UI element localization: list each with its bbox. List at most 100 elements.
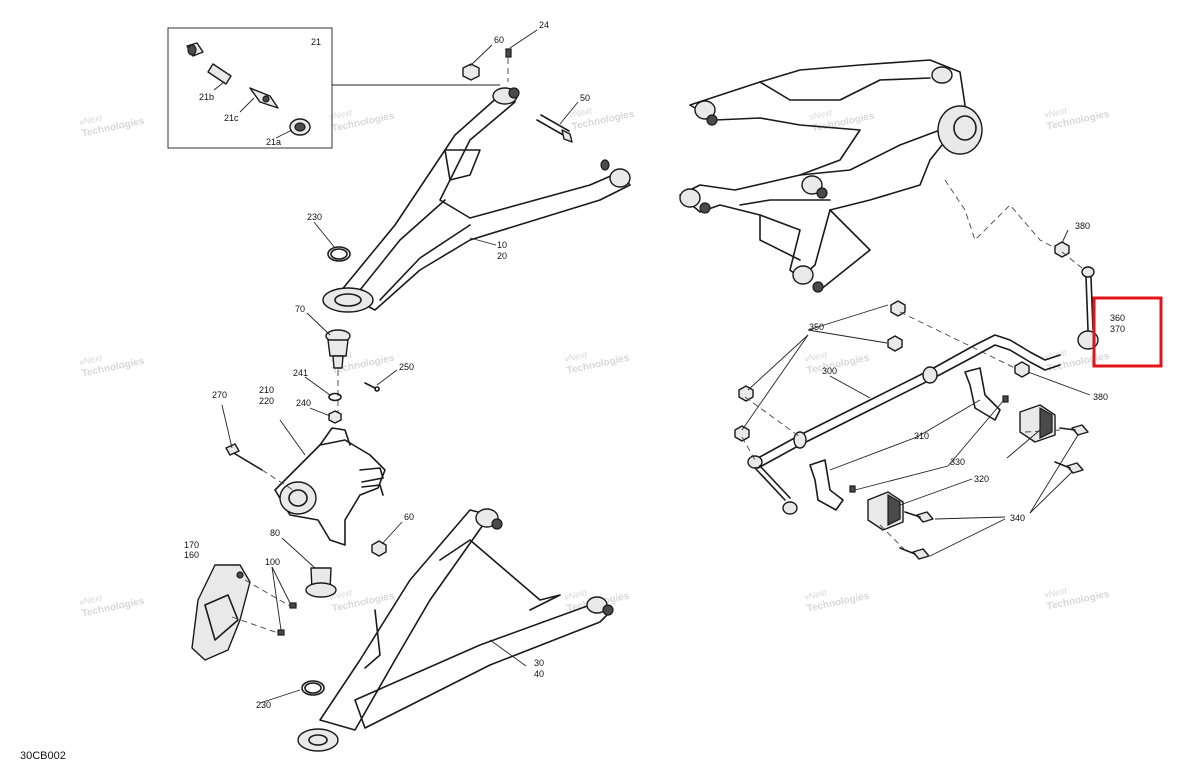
bolt-340-d xyxy=(899,547,930,560)
callout-340: 340 xyxy=(1010,513,1025,523)
svg-text:vNext: vNext xyxy=(568,105,593,120)
frame-bushing-4 xyxy=(792,265,824,293)
svg-text:vNext: vNext xyxy=(563,349,588,364)
bushing-320-right xyxy=(1019,404,1056,443)
upper-a-arm xyxy=(322,87,631,313)
stabilizer-bar-300 xyxy=(757,334,1061,469)
callout-380-mid: 380 xyxy=(1093,392,1108,402)
bracket-310-left xyxy=(809,459,844,511)
callout-380-top: 380 xyxy=(1075,221,1090,231)
callout-310: 310 xyxy=(914,431,929,441)
svg-text:vNext: vNext xyxy=(808,107,833,122)
bolt-50 xyxy=(536,114,573,143)
frame-bushing-3 xyxy=(801,175,828,199)
callout-60-mid: 60 xyxy=(404,512,414,522)
callout-160: 160 xyxy=(184,550,199,560)
steering-knuckle-210 xyxy=(274,427,386,546)
upper-arm-rear-bushing xyxy=(600,159,631,188)
highlight-box[interactable] xyxy=(1092,296,1163,368)
diagram-reference: 30CB002 xyxy=(20,750,66,762)
callout-100: 100 xyxy=(265,557,280,567)
svg-text:vNext: vNext xyxy=(78,112,103,127)
callout-320: 320 xyxy=(974,474,989,484)
ball-joint-70 xyxy=(325,329,351,369)
screw-100-b xyxy=(277,629,285,636)
stabilizer-link-left xyxy=(747,455,798,515)
nut-240 xyxy=(328,410,342,424)
callout-250: 250 xyxy=(399,362,414,372)
callout-21b: 21b xyxy=(199,92,214,102)
svg-text:vNext: vNext xyxy=(1043,585,1068,600)
cotter-pin-250 xyxy=(364,382,380,392)
screw-100-a xyxy=(289,602,297,609)
bolt-340-a xyxy=(1059,424,1089,436)
leader-lines xyxy=(221,29,1091,704)
sleeve-21 xyxy=(207,63,232,85)
upper-arm-front-bushing xyxy=(492,87,520,105)
lower-arm-front-bushing xyxy=(475,508,503,530)
bushing-21a xyxy=(289,118,311,136)
bracket-310-right xyxy=(964,367,1001,421)
grease-fitting-330-right xyxy=(1002,395,1009,403)
frame-bushing-1 xyxy=(694,100,718,126)
svg-text:vNext: vNext xyxy=(328,107,353,122)
callout-170: 170 xyxy=(184,540,199,550)
callout-50: 50 xyxy=(580,93,590,103)
callout-241: 241 xyxy=(293,368,308,378)
inset-frame xyxy=(167,27,333,149)
nut-60-knuckle xyxy=(371,540,387,557)
ball-joint-80 xyxy=(305,567,337,598)
callout-240: 240 xyxy=(296,398,311,408)
bushing-21b xyxy=(186,42,204,57)
bolt-340-c xyxy=(904,511,934,523)
svg-text:vNext: vNext xyxy=(563,587,588,602)
callout-350: 350 xyxy=(809,322,824,332)
callout-21: 21 xyxy=(311,37,321,47)
callouts: 21 21b 21c 21a 24 60 50 10 20 230 70 241… xyxy=(184,20,1125,710)
callout-10: 10 xyxy=(497,240,507,250)
svg-text:vNext: vNext xyxy=(1043,105,1068,120)
callout-30: 30 xyxy=(534,658,544,668)
lower-arm-rear-bushing xyxy=(586,596,614,616)
nut-380-mid xyxy=(1014,361,1030,378)
callout-370: 370 xyxy=(1110,324,1125,334)
svg-text:vNext: vNext xyxy=(78,352,103,367)
callout-21a: 21a xyxy=(266,137,281,147)
nut-350-c xyxy=(738,385,754,402)
bushing-kit-inset xyxy=(167,27,500,149)
svg-text:vNext: vNext xyxy=(803,349,828,364)
washer-21c xyxy=(249,87,279,109)
svg-text:vNext: vNext xyxy=(78,592,103,607)
screw-24 xyxy=(505,48,512,58)
nut-380-upper xyxy=(1054,241,1070,258)
skid-guard-160 xyxy=(191,564,251,661)
callout-210: 210 xyxy=(259,385,274,395)
callout-80: 80 xyxy=(270,528,280,538)
callout-70: 70 xyxy=(295,304,305,314)
callout-300: 300 xyxy=(822,366,837,376)
washer-241 xyxy=(328,392,342,402)
assembled-suspension xyxy=(679,59,983,293)
callout-360: 360 xyxy=(1110,313,1125,323)
lower-a-arm xyxy=(297,508,614,752)
callout-60-top: 60 xyxy=(494,35,504,45)
retaining-ring-230-lower xyxy=(301,680,325,696)
grease-fitting-330-left xyxy=(849,485,856,493)
callout-21c: 21c xyxy=(224,113,239,123)
callout-230-bot: 230 xyxy=(256,700,271,710)
bolt-270 xyxy=(225,443,263,471)
bolt-340-b xyxy=(1054,461,1084,474)
bushing-320-left xyxy=(867,491,904,531)
nut-350-b xyxy=(887,335,903,352)
retaining-ring-230-upper xyxy=(327,246,351,262)
callout-220: 220 xyxy=(259,396,274,406)
